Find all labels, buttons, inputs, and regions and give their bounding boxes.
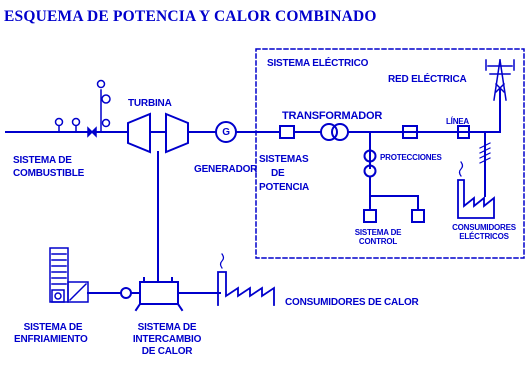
- fuel-valve-icon: [54, 79, 111, 138]
- factory-icon: [457, 161, 495, 219]
- electrical-system-boundary: [255, 48, 525, 259]
- electrical-system-label: SISTEMA ELÉCTRICO: [267, 58, 369, 69]
- power-systems-label-line3: POTENCIA: [259, 182, 310, 193]
- heat-exchange-label-line1: SISTEMA DE: [137, 322, 197, 333]
- generator-label: GENERADOR: [194, 164, 258, 175]
- turbine-label: TURBINA: [128, 98, 172, 109]
- pump-icon: [120, 287, 132, 299]
- control-box-icon: [363, 209, 377, 223]
- breaker-icon: [279, 125, 295, 139]
- control-system-label-line1: SISTEMA DE: [354, 228, 402, 237]
- protections-label: PROTECCIONES: [380, 153, 442, 162]
- line-label: LÍNEA: [446, 117, 470, 126]
- heat-exchanger-icon: [134, 275, 184, 312]
- transformer-label: TRANSFORMADOR: [282, 110, 383, 122]
- control-box-icon: [411, 209, 425, 223]
- breaker-icon: [457, 125, 470, 139]
- power-systems-label-line2: DE: [271, 168, 285, 179]
- transformer-icon: [320, 123, 349, 141]
- diagram-title: ESQUEMA DE POTENCIA Y CALOR COMBINADO: [4, 8, 377, 25]
- electrical-consumers-label-line2: ELÉCTRICOS: [459, 232, 509, 241]
- fuel-system-label-line2: COMBUSTIBLE: [13, 168, 85, 179]
- fuel-system-label-line1: SISTEMA DE: [13, 155, 72, 166]
- cooling-system-label-line2: ENFRIAMIENTO: [14, 334, 88, 345]
- grid-label: RED ELÉCTRICA: [388, 74, 467, 85]
- power-systems-label-line1: SISTEMAS: [259, 154, 309, 165]
- heat-exchange-label-line3: DE CALOR: [141, 346, 193, 357]
- control-system-label-line2: CONTROL: [358, 237, 398, 246]
- factory-icon: [217, 253, 275, 306]
- generator-symbol: G: [222, 127, 230, 138]
- cooling-system-label-line1: SISTEMA DE: [23, 322, 83, 333]
- heat-consumers-label: CONSUMIDORES DE CALOR: [285, 297, 419, 308]
- cooling-tower-icon: [49, 247, 89, 303]
- electrical-consumers-label-line1: CONSUMIDORES: [452, 223, 516, 232]
- turbine-icon: [127, 112, 189, 154]
- protection-icon: [363, 149, 377, 163]
- transmission-tower-icon: [485, 59, 515, 101]
- breaker-icon: [402, 125, 418, 139]
- heat-exchange-label-line2: INTERCAMBIO: [132, 334, 202, 345]
